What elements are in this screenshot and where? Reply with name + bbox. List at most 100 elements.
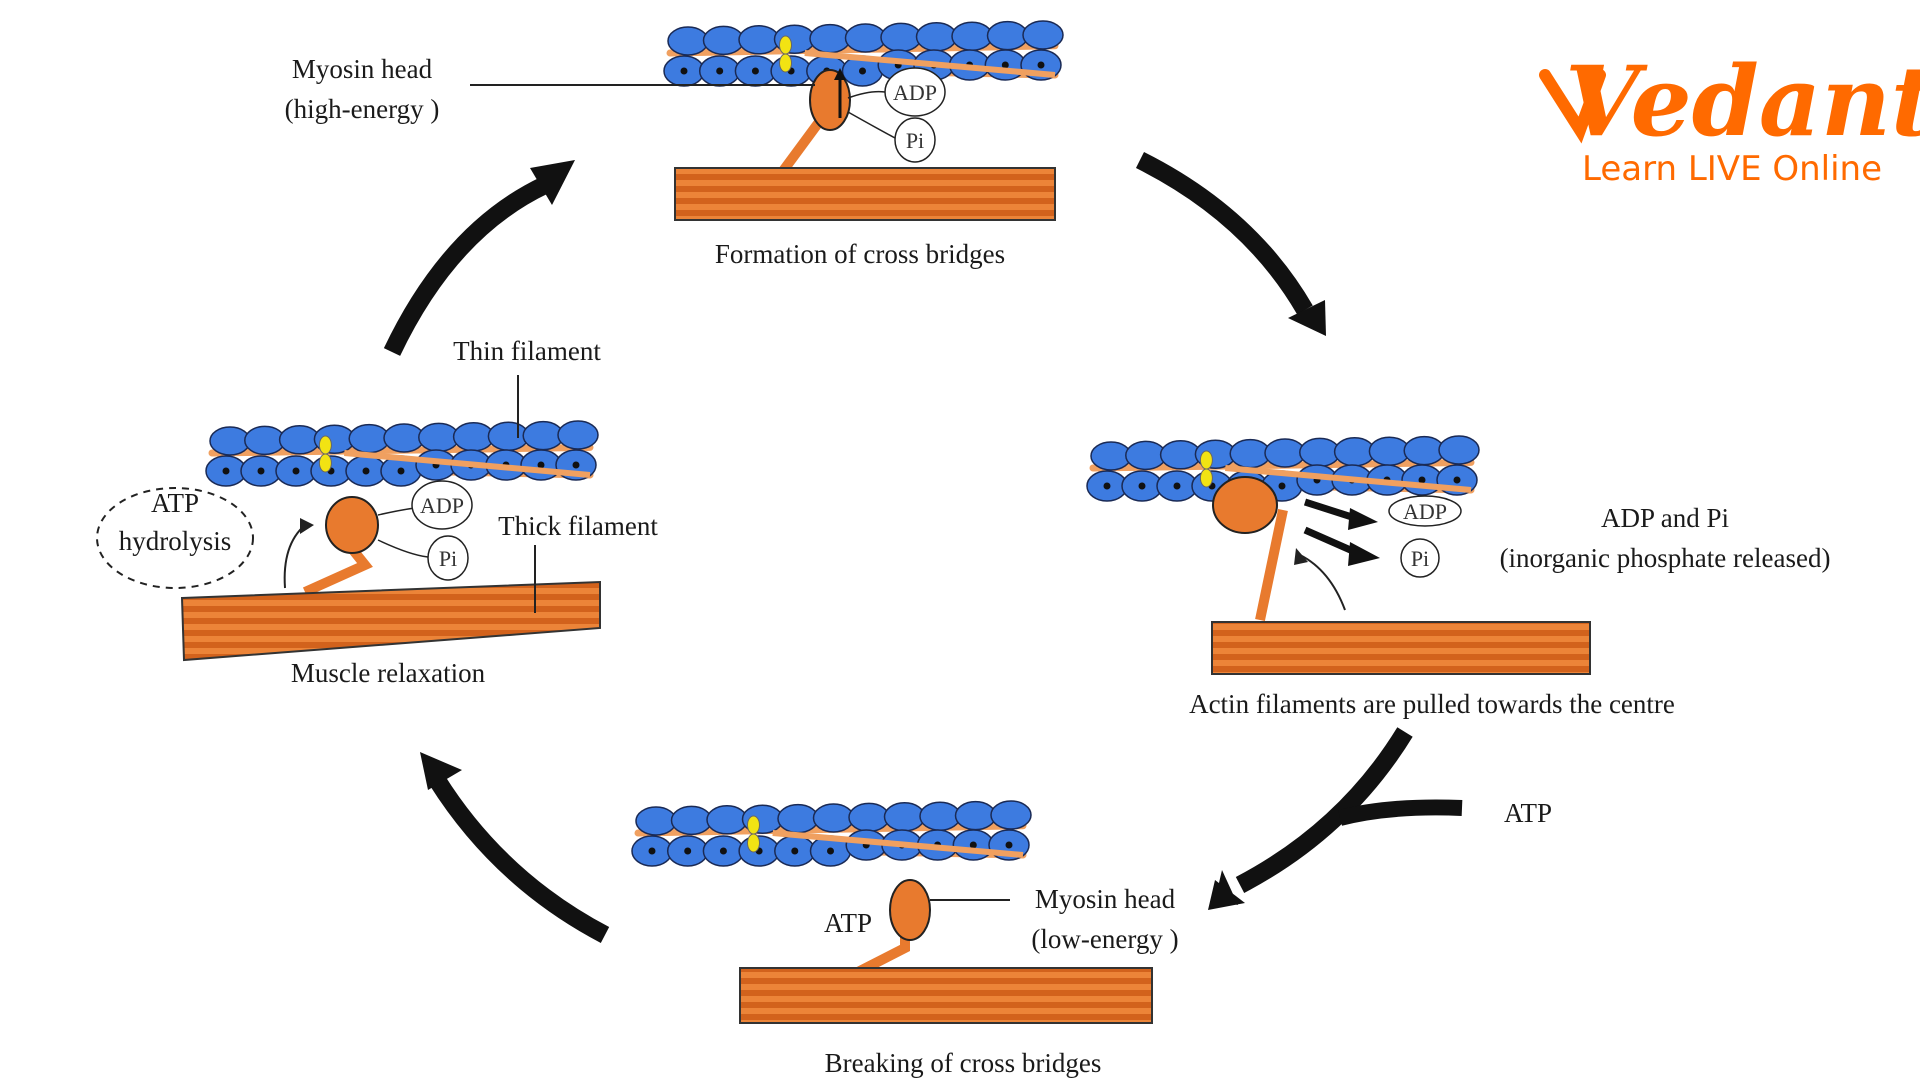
troponin bbox=[779, 35, 792, 55]
actin-binding-site bbox=[719, 847, 727, 855]
tropomyosin-strand bbox=[344, 450, 591, 478]
actin-bead bbox=[702, 25, 745, 56]
actin-binding-site bbox=[1173, 482, 1181, 490]
actin-bead bbox=[1022, 20, 1064, 50]
actin-binding-site bbox=[969, 841, 977, 849]
svg-text:Pi: Pi bbox=[1411, 546, 1429, 571]
atp-hydrolysis-bubble: ATP hydrolysis bbox=[96, 487, 254, 589]
myosin-head-state-label: (high-energy ) bbox=[285, 94, 440, 124]
actin-bead bbox=[635, 806, 677, 836]
stage-formation: Myosin head (high-energy ) ADP Pi Format… bbox=[285, 20, 1064, 269]
svg-text:ADP: ADP bbox=[420, 493, 464, 518]
actin-bead bbox=[848, 802, 890, 833]
arrow-atp-input bbox=[1337, 799, 1463, 826]
actin-bead bbox=[844, 23, 887, 53]
thick-filament-label: Thick filament bbox=[498, 511, 658, 541]
actin-bead bbox=[1125, 440, 1167, 471]
thin-filament-label: Thin filament bbox=[453, 336, 601, 366]
actin-bead bbox=[1403, 435, 1445, 466]
actin-bead bbox=[667, 26, 709, 56]
actin-binding-site bbox=[827, 847, 834, 855]
actin-binding-site bbox=[1138, 482, 1146, 490]
actin-binding-site bbox=[751, 67, 759, 75]
actin-binding-site bbox=[716, 67, 724, 75]
actin-bead bbox=[990, 800, 1032, 830]
stage-relaxation: Thin filament Thick filament ATP hydroly… bbox=[96, 336, 658, 688]
troponin bbox=[318, 453, 332, 473]
atp-on-head-label: ATP bbox=[824, 908, 872, 938]
actin-binding-site bbox=[791, 847, 799, 855]
actin-bead bbox=[738, 25, 780, 55]
actin-binding-site bbox=[1278, 482, 1286, 490]
troponin bbox=[318, 435, 332, 455]
actin-binding-site bbox=[222, 467, 230, 475]
myosin-head-cocked bbox=[283, 496, 379, 597]
actin-bead bbox=[1333, 437, 1376, 467]
actin-bead bbox=[919, 801, 961, 831]
svg-text:Pi: Pi bbox=[906, 128, 924, 153]
svg-text:ADP: ADP bbox=[893, 80, 937, 105]
actin-bead bbox=[1090, 441, 1132, 471]
myosin-head-low-energy bbox=[855, 879, 931, 977]
actin-bead bbox=[986, 20, 1029, 51]
myosin-head-state-label: (low-energy ) bbox=[1031, 924, 1178, 954]
actin-bead bbox=[209, 426, 251, 456]
adp-released: ADP bbox=[1388, 495, 1462, 527]
stage-caption: Actin filaments are pulled towards the c… bbox=[1189, 689, 1675, 719]
actin-bead bbox=[951, 21, 993, 51]
cycle-arrows bbox=[383, 151, 1463, 943]
arrow-formation-to-powerstroke bbox=[1135, 151, 1326, 336]
troponin bbox=[779, 53, 792, 73]
actin-bead bbox=[1229, 438, 1271, 469]
thick-filament bbox=[180, 580, 601, 662]
actin-bead bbox=[670, 805, 713, 836]
actin-bead bbox=[883, 802, 926, 832]
arrow-powerstroke-to-breaking bbox=[1208, 727, 1413, 910]
actin-binding-site bbox=[859, 67, 866, 75]
release-note: ADP and Pi bbox=[1601, 503, 1729, 533]
actin-binding-site bbox=[1005, 841, 1013, 849]
actin-binding-site bbox=[257, 467, 265, 475]
actin-binding-site bbox=[537, 461, 545, 469]
actin-bead bbox=[418, 422, 460, 453]
actin-bead bbox=[915, 22, 958, 52]
logo-tagline: Learn LIVE Online bbox=[1582, 149, 1882, 189]
stage-caption: Breaking of cross bridges bbox=[825, 1048, 1102, 1078]
thin-filament bbox=[1086, 435, 1480, 502]
thick-filament bbox=[739, 967, 1153, 1024]
actin-bead bbox=[777, 803, 819, 834]
actin-bead bbox=[1368, 436, 1411, 466]
stage-caption: Formation of cross bridges bbox=[715, 239, 1005, 269]
myosin-head-high-energy bbox=[775, 68, 851, 178]
actin-binding-site bbox=[362, 467, 370, 475]
actin-bead bbox=[880, 22, 922, 53]
troponin bbox=[747, 815, 760, 835]
svg-text:ATP: ATP bbox=[151, 488, 199, 518]
troponin bbox=[1199, 450, 1213, 470]
arrow-relaxation-to-formation bbox=[383, 160, 575, 356]
actin-bead bbox=[557, 420, 599, 450]
actin-bead bbox=[1264, 438, 1306, 468]
thick-filament bbox=[1211, 621, 1591, 675]
logo-check-mark-icon bbox=[1539, 69, 1606, 144]
stage-caption: Muscle relaxation bbox=[291, 658, 486, 688]
actin-binding-site bbox=[292, 467, 300, 475]
actin-bead bbox=[809, 23, 851, 54]
actin-bead bbox=[452, 422, 495, 452]
svg-text:hydrolysis: hydrolysis bbox=[119, 526, 232, 556]
logo-wordmark: Vedantu bbox=[1565, 45, 1920, 158]
actin-bead bbox=[244, 425, 286, 456]
actin-binding-site bbox=[572, 461, 580, 469]
actin-binding-site bbox=[1037, 61, 1045, 69]
pi-bubble: Pi bbox=[377, 535, 469, 581]
tropomyosin-strand bbox=[772, 830, 1024, 858]
thin-filament bbox=[205, 420, 599, 487]
myosin-head-power-stroke bbox=[1212, 476, 1346, 622]
actin-bead bbox=[487, 421, 530, 451]
actin-bead bbox=[706, 805, 748, 835]
svg-text:Pi: Pi bbox=[439, 546, 457, 571]
svg-text:ADP: ADP bbox=[1403, 499, 1447, 524]
actin-bead bbox=[383, 423, 425, 453]
actin-binding-site bbox=[1001, 61, 1009, 69]
